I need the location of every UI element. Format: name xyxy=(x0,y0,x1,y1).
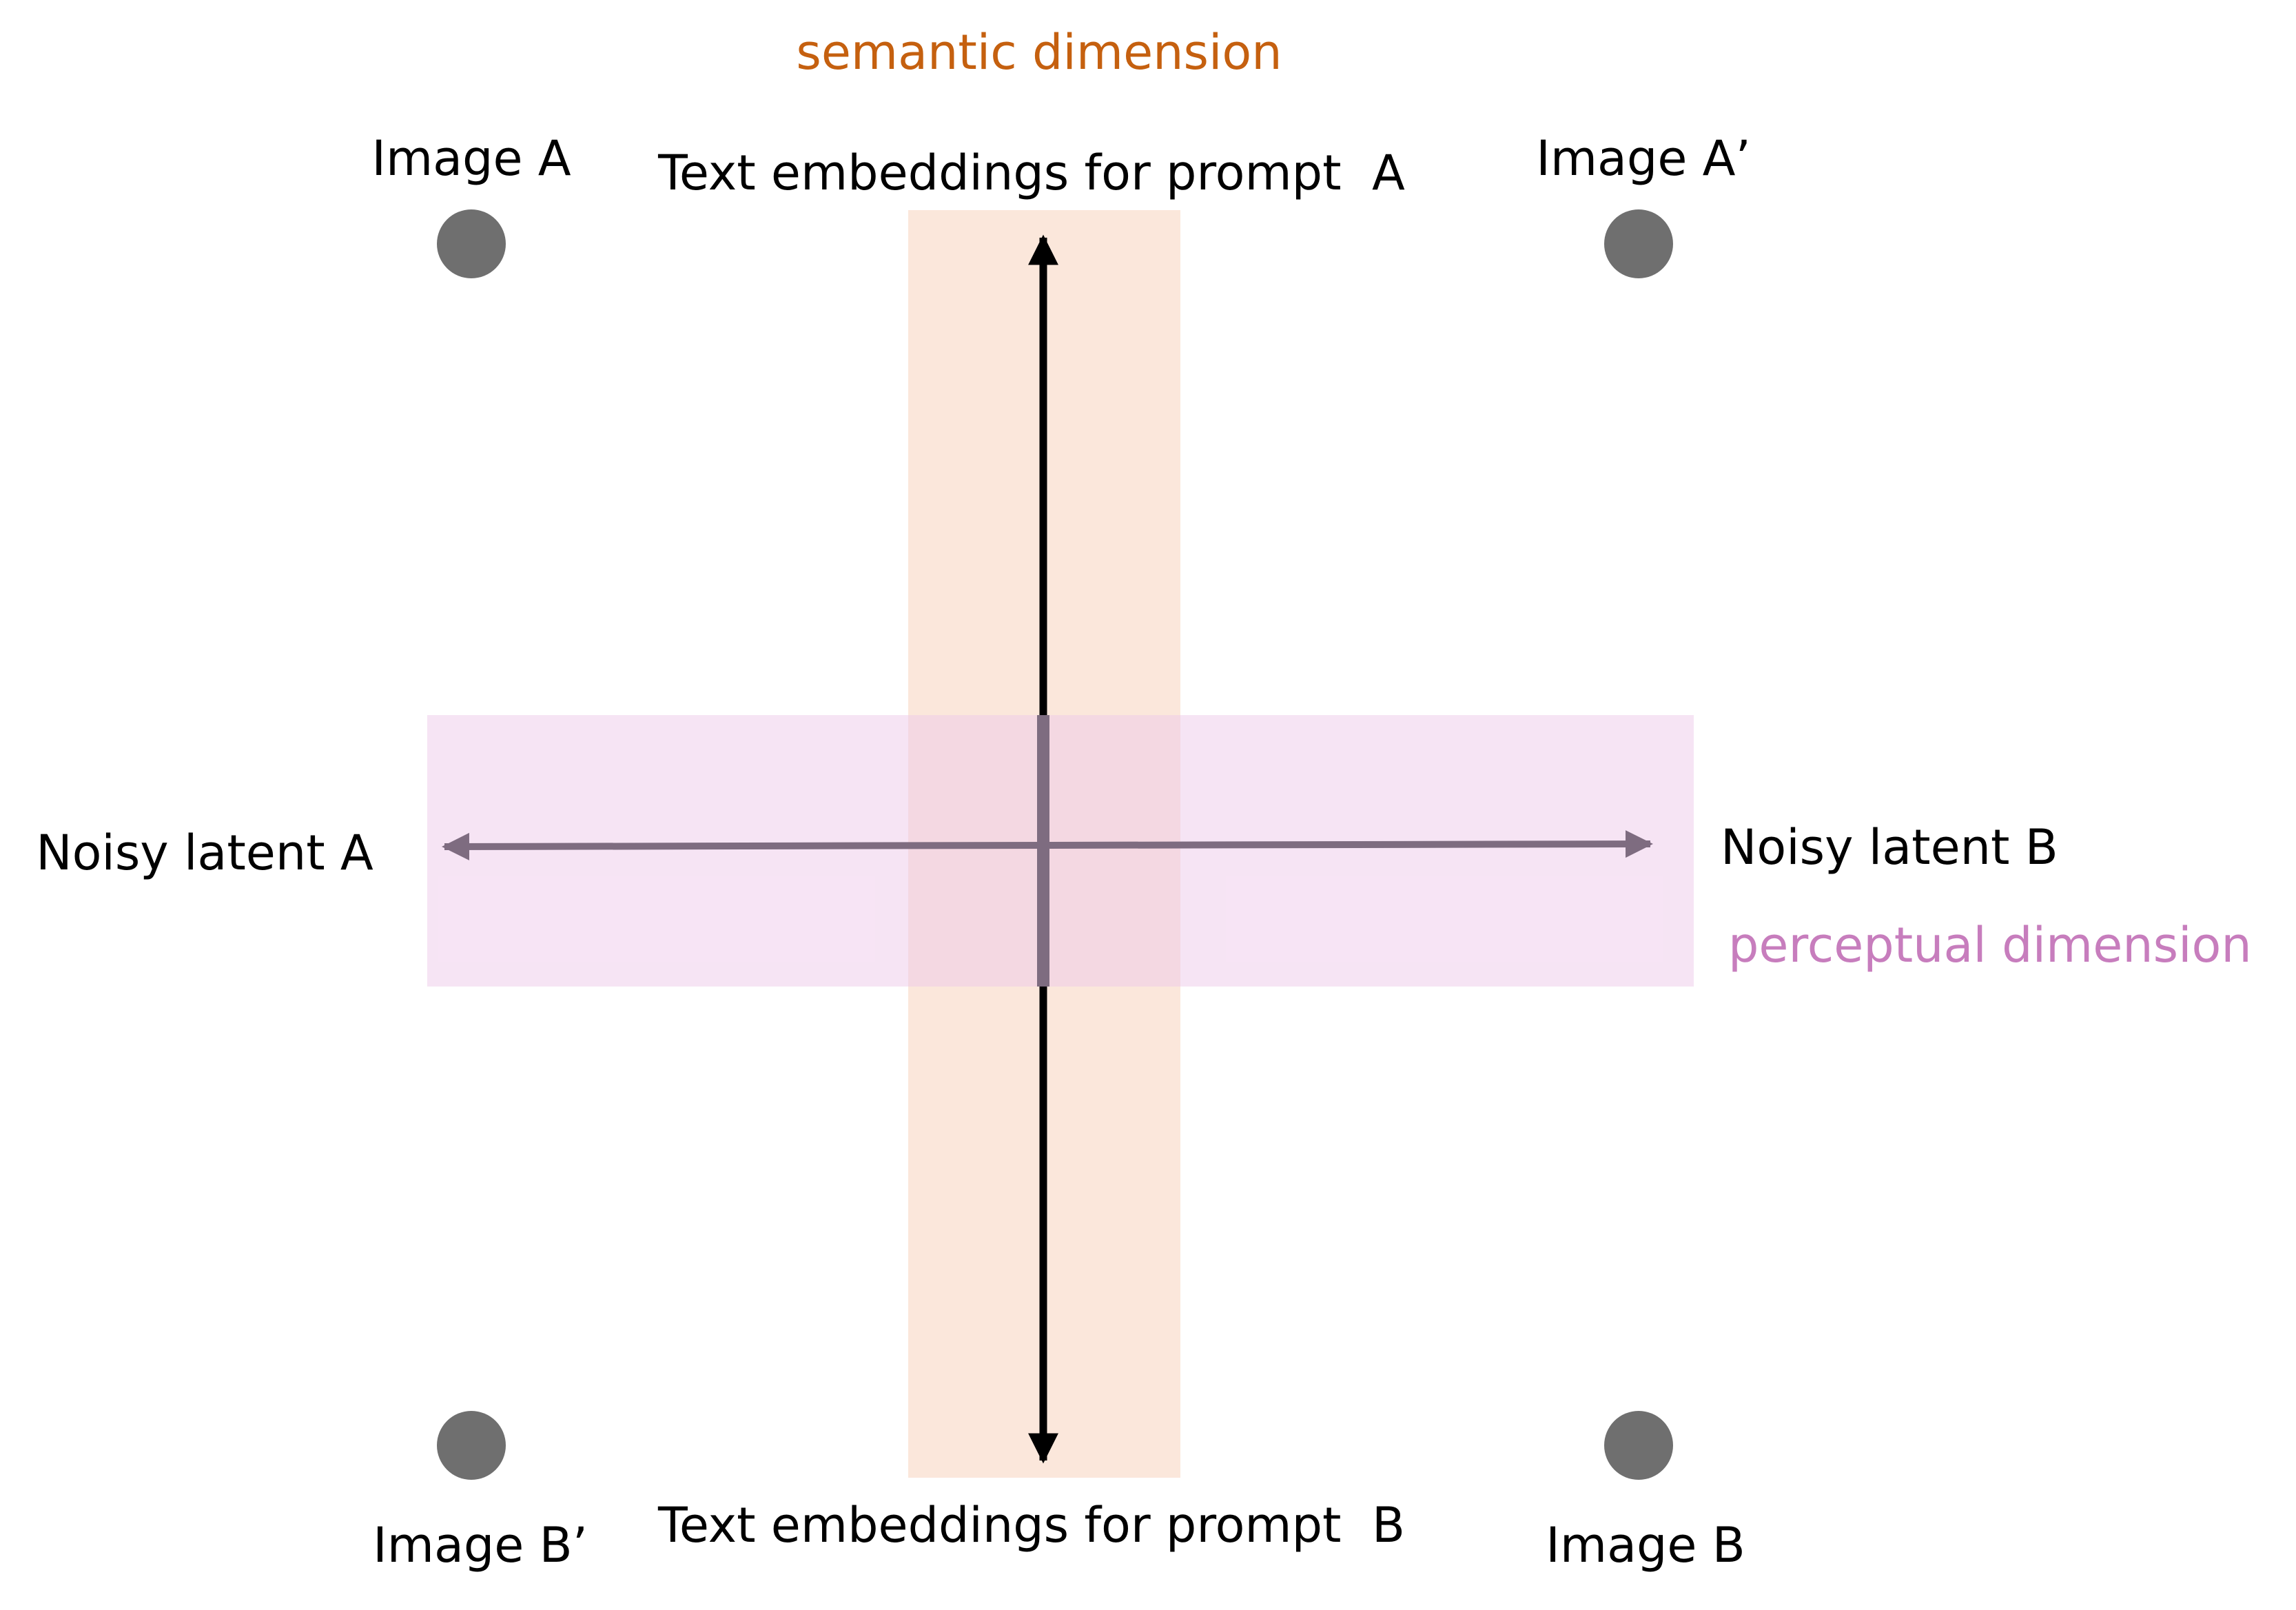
perceptual-axis-arrow-left xyxy=(442,832,1044,860)
image-b-prime-dot xyxy=(437,1411,506,1480)
noisy-latent-b-label: Noisy latent B xyxy=(1721,819,2058,876)
noisy-latent-a-label: Noisy latent A xyxy=(36,825,373,881)
image-b-dot xyxy=(1604,1411,1673,1480)
perceptual-dimension-label: perceptual dimension xyxy=(1728,917,2252,973)
axis-crossing-overlay xyxy=(1037,715,1049,987)
image-a-label: Image A xyxy=(371,130,571,187)
image-a-prime-label: Image A’ xyxy=(1536,130,1751,187)
image-b-prime-label: Image B’ xyxy=(373,1517,588,1573)
image-a-dot xyxy=(437,209,506,278)
text-embeddings-prompt-a-label: Text embeddings for prompt A xyxy=(657,145,1405,201)
image-b-label: Image B xyxy=(1546,1517,1745,1573)
text-embeddings-prompt-b-label: Text embeddings for prompt B xyxy=(657,1497,1405,1554)
perceptual-axis-arrow-right xyxy=(1043,830,1653,858)
image-a-prime-dot xyxy=(1604,209,1673,278)
semantic-dimension-label: semantic dimension xyxy=(796,24,1282,81)
perceptual-band xyxy=(427,715,1694,987)
